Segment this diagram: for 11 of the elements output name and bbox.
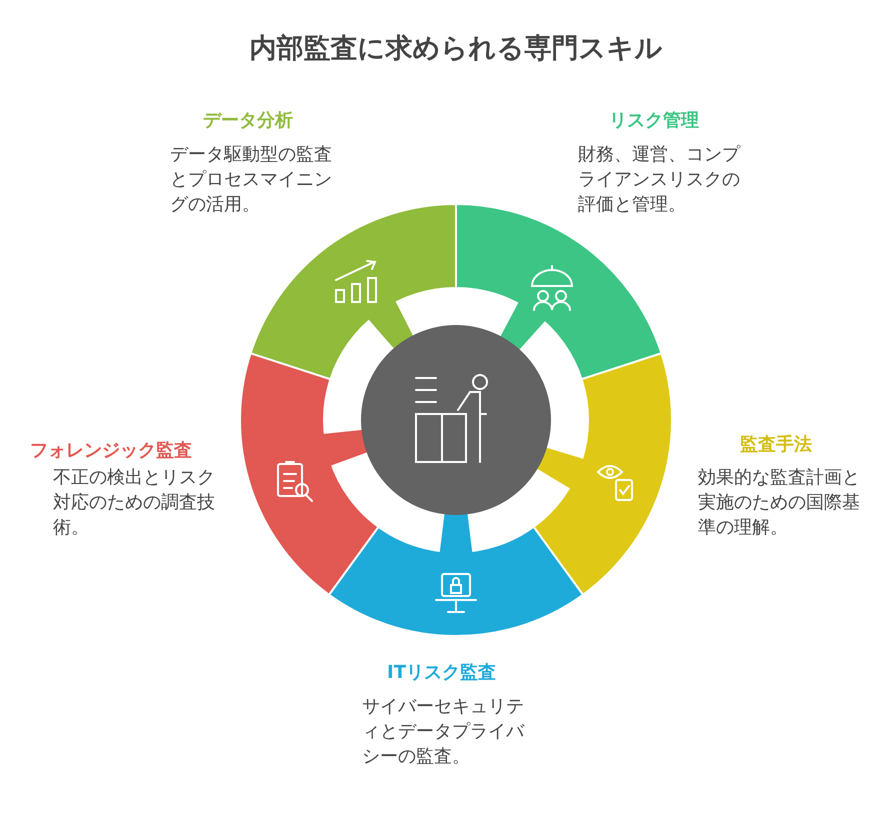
description-text: 不正の検出とリスク対応のための調査技術。 <box>53 466 216 540</box>
description-text: 効果的な監査計画と実施のための国際基準の理解。 <box>698 466 861 540</box>
description-text: データ駆動型の監査とプロセスマイニングの活用。 <box>170 143 333 217</box>
description-text: 財務、運営、コンプライアンスリスクの評価と管理。 <box>578 143 742 217</box>
section-heading: データ分析 <box>203 109 293 132</box>
section-heading: リスク管理 <box>609 109 699 132</box>
section-heading: ITリスク監査 <box>387 661 496 684</box>
section-heading: 監査手法 <box>740 433 812 456</box>
description-text: サイバーセキュリティとデータプライバシーの監査。 <box>362 695 526 769</box>
section-heading: フォレンジック監査 <box>30 439 192 462</box>
title: 内部監査に求められる専門スキル <box>248 32 664 66</box>
